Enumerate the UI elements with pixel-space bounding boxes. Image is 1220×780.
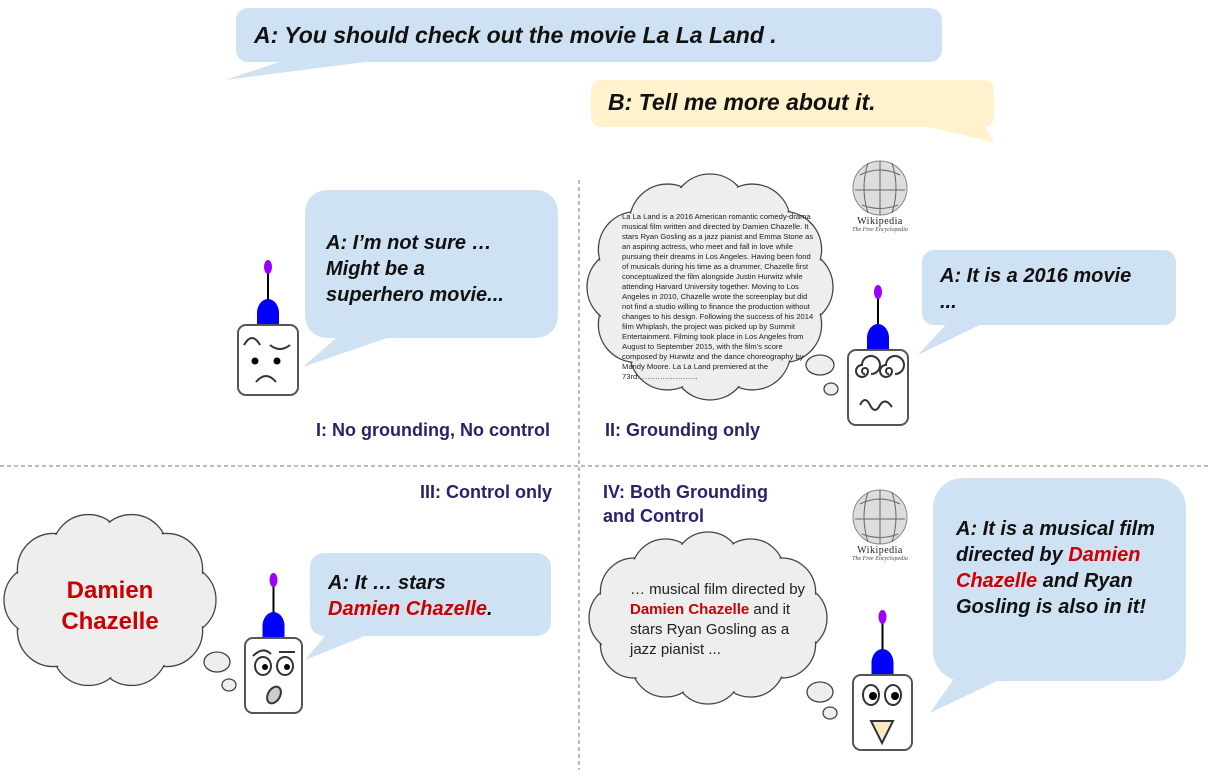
- thought-text: … musical film directed by: [630, 581, 806, 598]
- response-punct: .: [486, 598, 493, 620]
- cloud-lobe-fill: [749, 559, 815, 625]
- wikipedia-globe-icon: [852, 489, 908, 545]
- response-text: A: It is a musical film directed by: [956, 518, 1155, 566]
- antenna-tip: [269, 573, 278, 587]
- robot-p4: [852, 610, 913, 751]
- utterance-a: A: You should check out the movie La La …: [254, 22, 777, 48]
- speech-bubble-p1: [303, 190, 558, 367]
- robot-face: [237, 324, 299, 396]
- response-p3: A: It … stars Damien Chazelle.: [328, 570, 528, 622]
- facial-features: [855, 355, 905, 411]
- cloud-lobe-fill: [747, 213, 821, 286]
- thought-text: and it stars Ryan Gosling as a jazz pian…: [630, 601, 791, 658]
- speech-bubble-p2: [918, 250, 1176, 355]
- control-line: Chazelle: [61, 608, 159, 635]
- panel-label-4: IV: Both Grounding and Control: [603, 480, 768, 528]
- wikipedia-logo: Wikipedia The Free Encyclopedia: [849, 216, 911, 233]
- response-line: superhero movie...: [326, 284, 504, 306]
- speech-bubble-p3: [305, 553, 551, 660]
- speech-bubble-p4: [930, 478, 1186, 713]
- speech-bubble-a-top: [225, 8, 942, 80]
- wikipedia-globe-icon: [852, 160, 908, 216]
- wikipedia-subtitle: The Free Encyclopedia: [852, 227, 908, 233]
- label-line: and Control: [603, 506, 704, 526]
- utterance-b: B: Tell me more about it.: [608, 89, 876, 115]
- control-entity: Damien Chazelle: [20, 575, 200, 637]
- panel-label-2: II: Grounding only: [605, 420, 760, 440]
- response-line: A: It … stars: [328, 572, 446, 594]
- speech-bubble-b-top: [591, 80, 995, 143]
- cloud-lobe-fill: [132, 534, 202, 604]
- wikipedia-subtitle: The Free Encyclopedia: [852, 556, 908, 562]
- knowledge-text: La La Land is a 2016 American romantic c…: [622, 212, 814, 381]
- label-line: IV: Both Grounding: [603, 482, 768, 502]
- thought-dot: [221, 678, 237, 692]
- robot-face: [847, 349, 909, 426]
- response-p1: A: I’m not sure … Might be a superhero m…: [326, 230, 504, 308]
- entity-highlight: Damien Chazelle: [956, 544, 1141, 592]
- response-p4: A: It is a musical film directed by Dami…: [956, 516, 1166, 620]
- response-line: ...: [940, 291, 957, 313]
- wikipedia-title: Wikipedia: [857, 216, 903, 227]
- thought-cloud-p4: [588, 531, 838, 720]
- response-text: and Ryan Gosling is also in it!: [956, 570, 1147, 618]
- panel-label-1: I: No grounding, No control: [316, 420, 550, 440]
- entity-highlight: Damien Chazelle: [328, 598, 487, 620]
- thought-dot: [823, 382, 839, 396]
- panel-label-3: III: Control only: [420, 482, 552, 502]
- antenna-tip: [874, 285, 882, 299]
- robot-p3: [244, 573, 303, 714]
- antenna-tip: [264, 260, 272, 274]
- facial-features: [252, 649, 295, 705]
- facial-features: [243, 337, 291, 383]
- robot-p1: [237, 260, 299, 396]
- robot-dome: [867, 324, 889, 350]
- wikipedia-logo: Wikipedia The Free Encyclopedia: [849, 545, 911, 562]
- robot-p2: [847, 285, 909, 426]
- facial-features: [862, 684, 902, 746]
- wikipedia-title: Wikipedia: [857, 545, 903, 556]
- thought-dot: [822, 706, 838, 720]
- thought-dot: [203, 651, 231, 673]
- thought-cloud-p2: [586, 173, 839, 401]
- thought-text-p4: … musical film directed by Damien Chazel…: [630, 580, 810, 660]
- response-p2: A: It is a 2016 movie ...: [940, 263, 1131, 315]
- control-line: Damien: [66, 577, 154, 604]
- response-line: A: I’m not sure …: [326, 232, 492, 254]
- robot-dome: [871, 649, 894, 675]
- antenna-tip: [878, 610, 887, 624]
- entity-highlight: Damien Chazelle: [630, 601, 750, 618]
- response-line: A: It is a 2016 movie: [940, 265, 1132, 287]
- thought-dot: [806, 681, 834, 703]
- robot-dome: [262, 612, 285, 638]
- robot-dome: [257, 299, 279, 325]
- response-line: Might be a: [326, 258, 425, 280]
- thought-cloud-p3: [3, 513, 237, 692]
- thought-dot: [805, 354, 835, 376]
